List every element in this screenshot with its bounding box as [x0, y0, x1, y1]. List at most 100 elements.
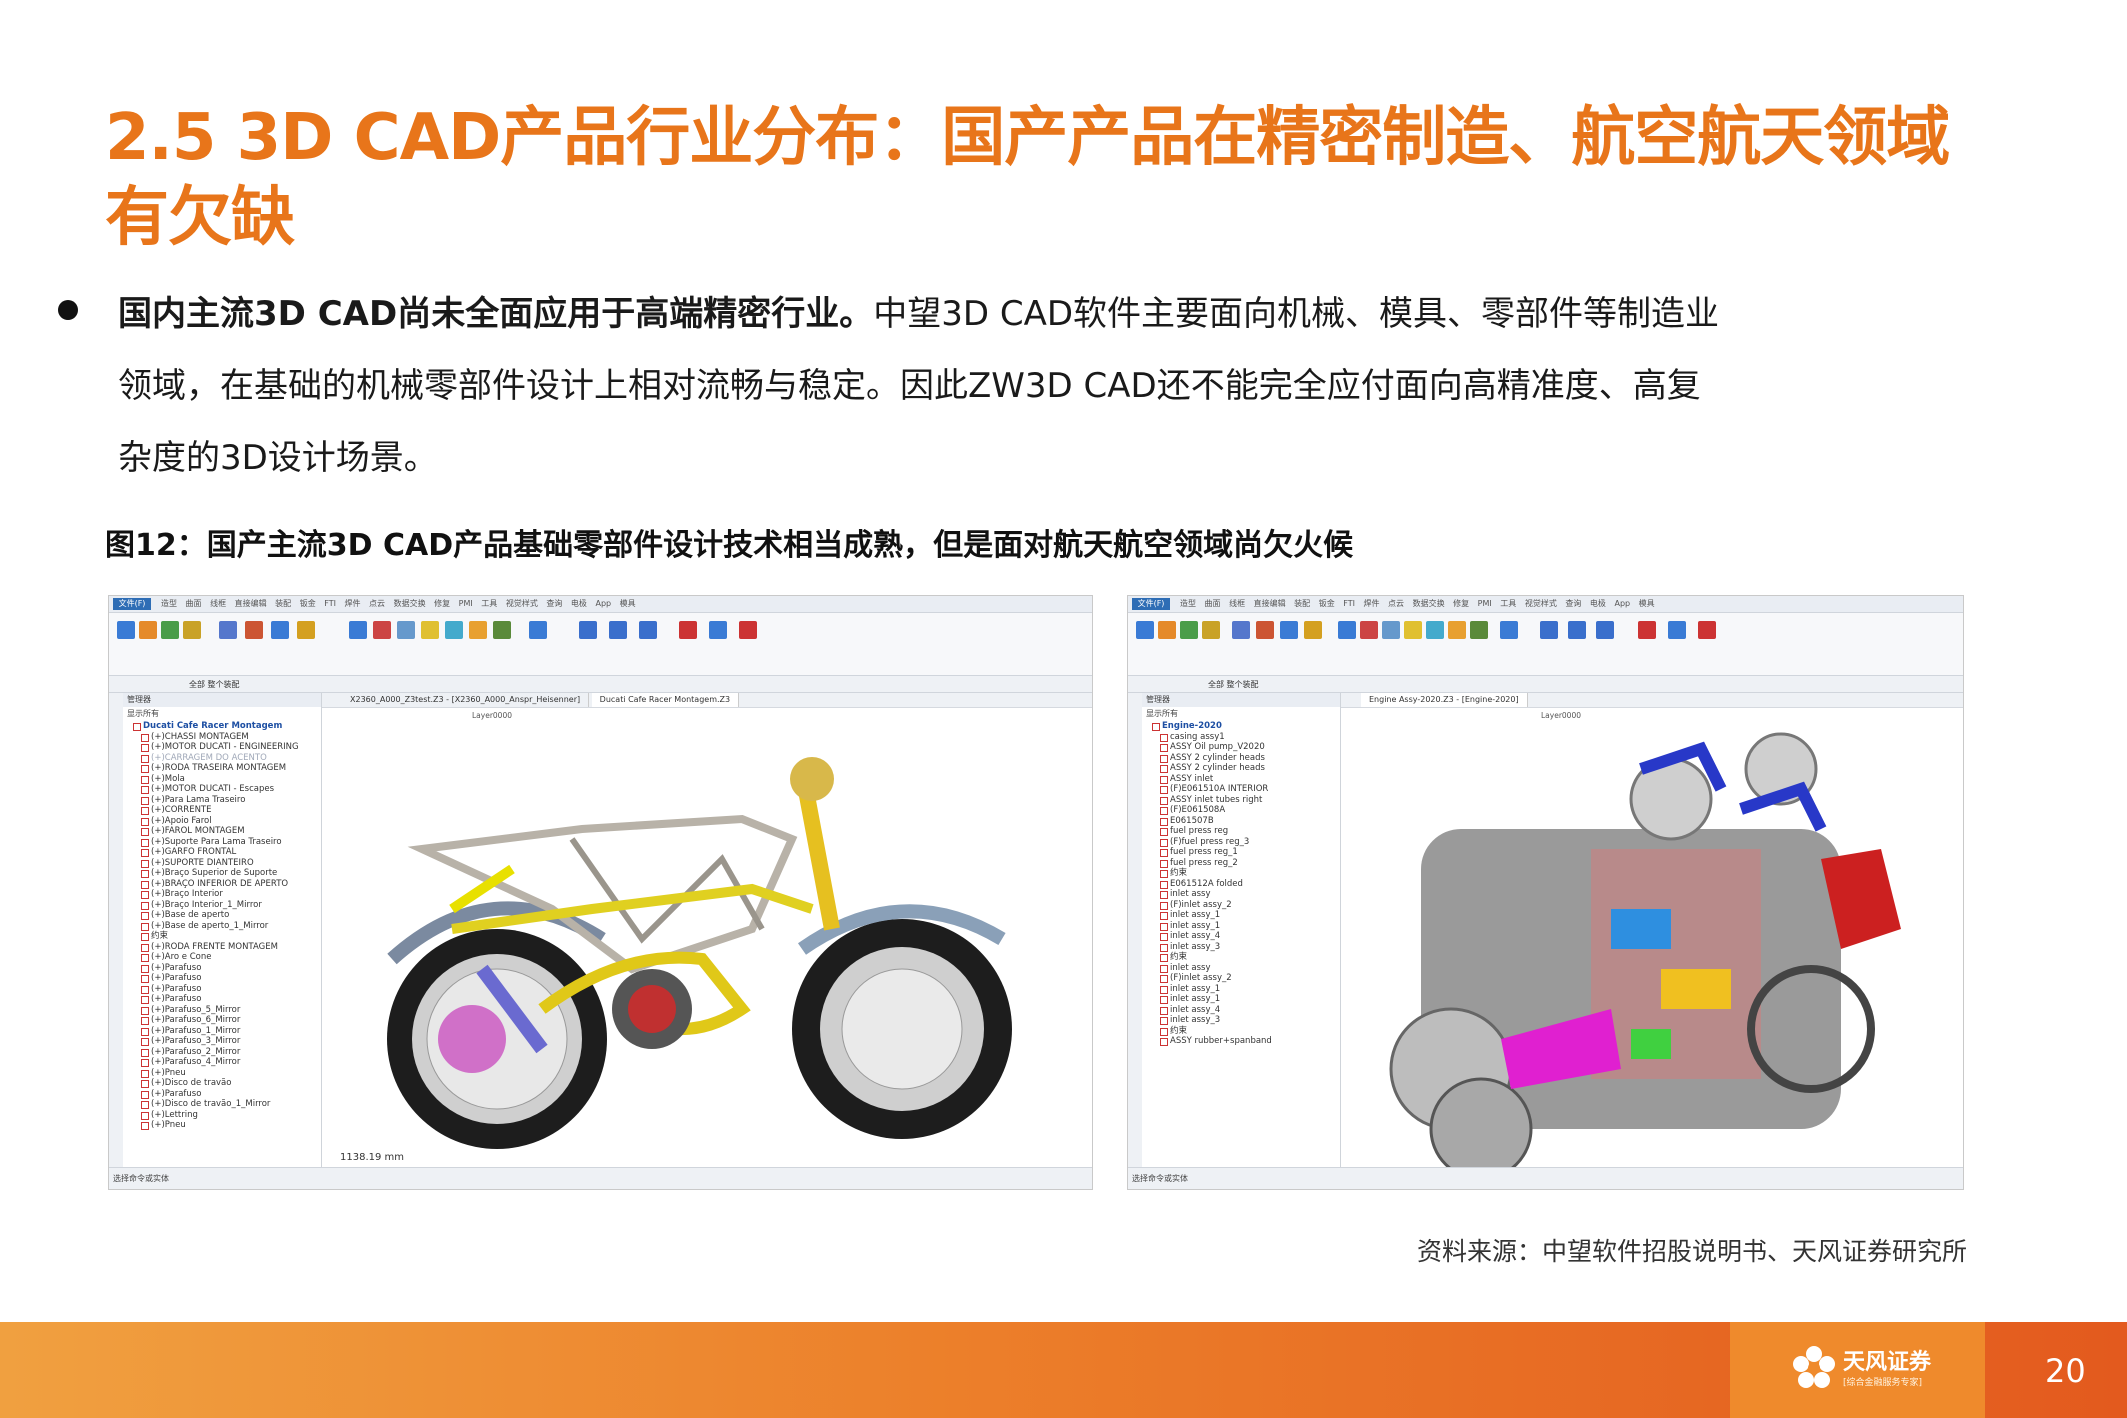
tree-item[interactable]: (+)Apoio Farol [123, 816, 321, 827]
tree-item[interactable]: (+)Aro e Cone [123, 952, 321, 963]
tree-item[interactable]: (+)Suporte Para Lama Traseiro [123, 837, 321, 848]
tree-item[interactable]: inlet assy_1 [1142, 994, 1340, 1005]
tree-item[interactable]: (+)MOTOR DUCATI - Escapes [123, 784, 321, 795]
tree-item[interactable]: (+)Parafuso_6_Mirror [123, 1015, 321, 1026]
brand-slogan: [综合金融服务专家] [1843, 1378, 1923, 1388]
tree-item[interactable]: (F)inlet assy_2 [1142, 900, 1340, 911]
tree-item[interactable]: inlet assy [1142, 889, 1340, 900]
tree-item[interactable]: (F)inlet assy_2 [1142, 973, 1340, 984]
tree-item[interactable]: inlet assy_1 [1142, 921, 1340, 932]
tree-item[interactable]: (+)Disco de travão_1_Mirror [123, 1099, 321, 1110]
tree-item[interactable]: 约束 [123, 931, 321, 942]
tree-item[interactable]: casing assy1 [1142, 732, 1340, 743]
tree-root[interactable]: Engine-2020 [1142, 721, 1340, 732]
merge-icon [183, 621, 201, 639]
constraint-icon [219, 621, 237, 639]
viewport[interactable]: Engine Assy-2020.Z3 - [Engine-2020] Laye… [1341, 693, 1963, 1169]
layer-select[interactable]: Layer0000 [1541, 711, 1581, 720]
tree-item[interactable]: inlet assy_4 [1142, 931, 1340, 942]
tree-item[interactable]: 约束 [1142, 868, 1340, 879]
filter-select[interactable]: 全部 整个装配 [189, 680, 240, 689]
tree-item[interactable]: (+)Base de aperto [123, 910, 321, 921]
edit-constraint-icon [1304, 621, 1322, 639]
filter-select[interactable]: 全部 整个装配 [1208, 680, 1259, 689]
tree-item[interactable]: (F)fuel press reg_3 [1142, 837, 1340, 848]
tree-item[interactable]: (+)BRAÇO INFERIOR DE APERTO [123, 879, 321, 890]
tree-item[interactable]: (+)Pneu [123, 1120, 321, 1131]
engine-model [1389, 732, 1901, 1169]
tree-item[interactable]: (+)Para Lama Traseiro [123, 795, 321, 806]
layer-select[interactable]: Layer0000 [472, 711, 512, 720]
tree-item[interactable]: ASSY 2 cylinder heads [1142, 753, 1340, 764]
tree-item[interactable]: (F)E061510A INTERIOR [1142, 784, 1340, 795]
tree-item[interactable]: 约束 [1142, 952, 1340, 963]
tree-item[interactable]: inlet assy_1 [1142, 984, 1340, 995]
tree-item[interactable]: (+)Parafuso_3_Mirror [123, 1036, 321, 1047]
document-tabs: X2360_A000_Z3test.Z3 - [X2360_A000_Anspr… [322, 693, 1092, 708]
tree-item[interactable]: (+)SUPORTE DIANTEIRO [123, 858, 321, 869]
tree-item[interactable]: (+)CHASSI MONTAGEM [123, 732, 321, 743]
tree-item[interactable]: (+)Parafuso [123, 1089, 321, 1100]
tree-item[interactable]: E061512A folded [1142, 879, 1340, 890]
fix-icon [1280, 621, 1298, 639]
tree-item[interactable]: E061507B [1142, 816, 1340, 827]
yellow-pipe [451, 883, 814, 934]
bullet-line-1: 中望3D CAD软件主要面向机械、模具、零部件等制造业 [873, 294, 1720, 334]
tree-item[interactable]: (+)GARFO FRONTAL [123, 847, 321, 858]
page-title: 2.5 3D CAD产品行业分布：国产产品在精密制造、航空航天领域 有欠缺 [105, 98, 2065, 258]
tree-item[interactable]: fuel press reg [1142, 826, 1340, 837]
tree-item[interactable]: fuel press reg_1 [1142, 847, 1340, 858]
tree-item[interactable]: (+)Parafuso [123, 984, 321, 995]
tree-item[interactable]: inlet assy_3 [1142, 942, 1340, 953]
doc-tab[interactable]: Engine Assy-2020.Z3 - [Engine-2020] [1361, 693, 1528, 707]
tree-filter[interactable]: 显示所有 [1142, 707, 1340, 721]
tree-item[interactable]: 约束 [1142, 1026, 1340, 1037]
tree-item[interactable]: (+)Base de aperto_1_Mirror [123, 921, 321, 932]
tree-item[interactable]: (+)Braço Interior_1_Mirror [123, 900, 321, 911]
tree-item[interactable]: ASSY inlet tubes right [1142, 795, 1340, 806]
tree-item[interactable]: (+)MOTOR DUCATI - ENGINEERING [123, 742, 321, 753]
bullet-bold-lead: 国内主流3D CAD尚未全面应用于高端精密行业。 [118, 294, 874, 334]
tree-item[interactable]: ASSY inlet [1142, 774, 1340, 785]
tree-item[interactable]: (+)Parafuso_1_Mirror [123, 1026, 321, 1037]
tree-item[interactable]: (+)FAROL MONTAGEM [123, 826, 321, 837]
insert-icon [117, 621, 135, 639]
tree-item[interactable]: ASSY Oil pump_V2020 [1142, 742, 1340, 753]
tree-item[interactable]: (+)Parafuso [123, 994, 321, 1005]
tree-item[interactable]: (+)Braço Interior [123, 889, 321, 900]
tree-item[interactable]: (+)Parafuso_5_Mirror [123, 1005, 321, 1016]
tree-item[interactable]: (+)Disco de travão [123, 1078, 321, 1089]
replace-icon [1158, 621, 1176, 639]
tree-root[interactable]: Ducati Cafe Racer Montagem [123, 721, 321, 732]
front-hub [841, 968, 963, 1090]
tree-item[interactable]: (+)Mola [123, 774, 321, 785]
tree-item[interactable]: (+)Lettring [123, 1110, 321, 1121]
tree-item[interactable]: (+)Parafuso_4_Mirror [123, 1057, 321, 1068]
tree-filter[interactable]: 显示所有 [123, 707, 321, 721]
tree-item[interactable]: inlet assy_3 [1142, 1015, 1340, 1026]
tree-item[interactable]: (+)Parafuso_2_Mirror [123, 1047, 321, 1058]
tree-item[interactable]: (+)RODA TRASEIRA MONTAGEM [123, 763, 321, 774]
tree-item[interactable]: ASSY 2 cylinder heads [1142, 763, 1340, 774]
tree-item[interactable]: (+)Parafuso [123, 973, 321, 984]
viewport[interactable]: X2360_A000_Z3test.Z3 - [X2360_A000_Anspr… [322, 693, 1092, 1167]
tree-item[interactable]: (F)E061508A [1142, 805, 1340, 816]
tree-item[interactable]: ASSY rubber+spanband [1142, 1036, 1340, 1047]
green-part [1631, 1029, 1671, 1059]
tree-item[interactable]: (+)Parafuso [123, 963, 321, 974]
explode-view-icon [739, 621, 757, 639]
tree-item[interactable]: (+)RODA FRENTE MONTAGEM [123, 942, 321, 953]
doc-tab[interactable]: X2360_A000_Z3test.Z3 - [X2360_A000_Anspr… [342, 693, 590, 707]
tree-item[interactable]: fuel press reg_2 [1142, 858, 1340, 869]
doc-tab[interactable]: Ducati Cafe Racer Montagem.Z3 [591, 693, 740, 707]
tree-item[interactable]: (+)CARRAGEM DO ACENTO [123, 753, 321, 764]
explode-icon [1500, 621, 1518, 639]
reference-icon [709, 621, 727, 639]
tree-item[interactable]: inlet assy [1142, 963, 1340, 974]
tree-item[interactable]: inlet assy_4 [1142, 1005, 1340, 1016]
headlight [790, 757, 834, 801]
tree-item[interactable]: (+)CORRENTE [123, 805, 321, 816]
tree-item[interactable]: (+)Braço Superior de Suporte [123, 868, 321, 879]
tree-item[interactable]: (+)Pneu [123, 1068, 321, 1079]
tree-item[interactable]: inlet assy_1 [1142, 910, 1340, 921]
